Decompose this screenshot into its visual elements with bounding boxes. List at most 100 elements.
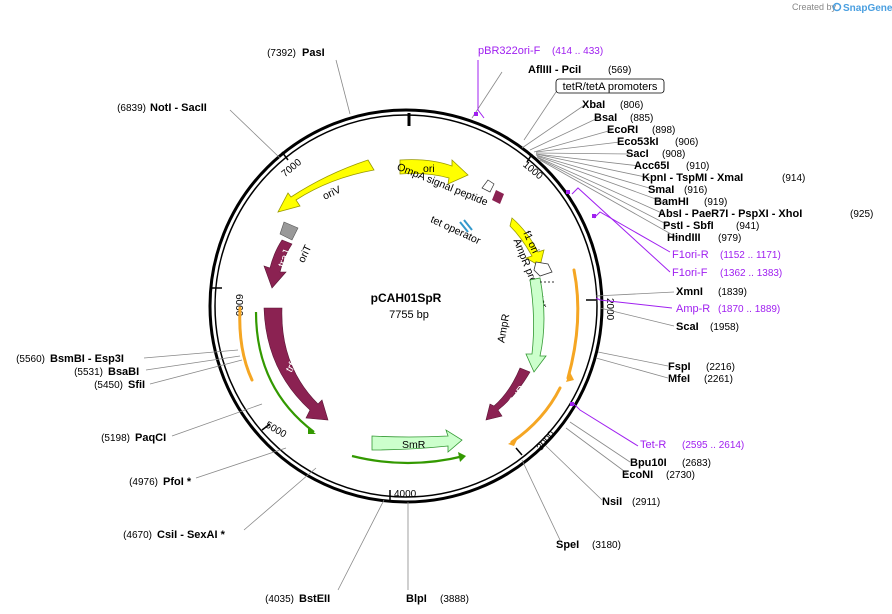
tick-label-4000: 4000 xyxy=(394,489,417,500)
site-bsai[interactable]: BsaI (885) xyxy=(594,112,653,124)
SmR-label: SmR xyxy=(402,439,426,451)
ori-label: ori xyxy=(423,163,435,175)
site-mfei-name: MfeI xyxy=(668,373,690,385)
site-nsii-name: NsiI xyxy=(602,496,622,508)
site-hindiii[interactable]: HindIII (979) xyxy=(667,232,741,244)
site-absi-paer7i-pspxi-xhoi-pos: (925) xyxy=(850,209,873,220)
primer-f1ori-r-name: F1ori-R xyxy=(672,249,709,261)
site-csii-sexai[interactable]: (4670) CsiI - SexAI * xyxy=(123,529,225,541)
site-bpu10i[interactable]: Bpu10I (2683) xyxy=(630,457,711,469)
site-spei-pos: (3180) xyxy=(592,540,621,551)
site-spei-name: SpeI xyxy=(556,539,579,551)
site-ecori-pos: (898) xyxy=(652,125,675,136)
site-bamhi[interactable]: BamHI (919) xyxy=(654,196,727,208)
site-psti-sbfi-pos: (941) xyxy=(736,221,759,232)
trfA-overlay-arrow xyxy=(308,428,316,434)
site-pfoi-name: PfoI * xyxy=(163,476,192,488)
site-eco53ki[interactable]: Eco53kI (906) xyxy=(617,136,698,148)
site-eco53ki-name: Eco53kI xyxy=(617,136,659,148)
ruler: 1000 2000 3000 4000 5000 6000 7000 xyxy=(212,151,615,500)
tetR-promoters-label: tetR/tetA promoters xyxy=(563,81,658,93)
primer-pbr322ori-f-name: pBR322ori-F xyxy=(478,45,541,57)
site-nsii-pos: (2911) xyxy=(632,497,660,508)
site-bsabi[interactable]: (5531) BsaBI xyxy=(74,366,139,378)
site-hindiii-pos: (979) xyxy=(718,233,741,244)
site-bsabi-pos: (5531) xyxy=(74,367,103,378)
site-sfii[interactable]: (5450) SfiI xyxy=(94,379,145,391)
site-econi[interactable]: EcoNI (2730) xyxy=(622,469,695,481)
site-bamhi-pos: (919) xyxy=(704,197,727,208)
site-bsmbi-esp3i-name: BsmBI - Esp3I xyxy=(50,353,124,365)
site-psti-sbfi[interactable]: PstI - SbfI (941) xyxy=(663,220,759,232)
site-xmni[interactable]: XmnI (1839) xyxy=(676,286,747,298)
site-xbai-name: XbaI xyxy=(582,99,605,111)
OmpA-dark-feature xyxy=(492,190,504,204)
site-kpni-tspmi-xmai[interactable]: KpnI - TspMI - XmaI (914) xyxy=(642,172,805,184)
site-sfii-name: SfiI xyxy=(128,379,145,391)
site-noti-sacii-name: NotI - SacII xyxy=(150,102,207,114)
site-fspi[interactable]: FspI (2216) xyxy=(668,361,735,373)
site-xmni-pos: (1839) xyxy=(718,287,747,298)
oriT-label: oriT xyxy=(296,243,315,265)
primer-amp-r-name: Amp-R xyxy=(676,303,710,315)
site-scai[interactable]: ScaI (1958) xyxy=(676,321,739,333)
primer-tet-r-name: Tet-R xyxy=(640,439,666,451)
backbone-outer xyxy=(208,108,604,504)
site-pasi-pos: (7392) xyxy=(267,48,296,59)
trfA-feature xyxy=(263,307,329,421)
site-paqci[interactable]: (5198) PaqCI xyxy=(101,432,166,444)
site-xbai[interactable]: XbaI (806) xyxy=(582,99,643,111)
site-afliii-pcii-pos: (569) xyxy=(608,65,631,76)
site-bamhi-name: BamHI xyxy=(654,196,689,208)
site-kpni-tspmi-xmai-pos: (914) xyxy=(782,173,805,184)
site-saci[interactable]: SacI (908) xyxy=(626,148,685,160)
primer-marks xyxy=(474,112,596,406)
site-blpi[interactable]: BlpI (3888) xyxy=(406,593,469,605)
site-pasi[interactable]: (7392) PasI xyxy=(267,47,325,59)
site-smai[interactable]: SmaI (916) xyxy=(648,184,707,196)
site-pfoi[interactable]: (4976) PfoI * xyxy=(129,476,192,488)
right-orange-overlay-2 xyxy=(510,386,562,444)
primer-f1ori-f-range: (1362 .. 1383) xyxy=(720,268,782,279)
site-absi-paer7i-pspxi-xhoi[interactable]: AbsI - PaeR7I - PspXI - XhoI (925) xyxy=(658,208,873,220)
site-fspi-pos: (2216) xyxy=(706,362,735,373)
tet-operator-mark xyxy=(459,221,469,233)
traJ-label: traJ xyxy=(276,248,293,269)
site-mfei-pos: (2261) xyxy=(704,374,733,385)
site-saci-name: SacI xyxy=(626,148,649,160)
ori-feature xyxy=(399,159,469,185)
site-noti-sacii-pos: (6839) xyxy=(117,103,146,114)
TetR-feature xyxy=(485,367,531,421)
site-noti-sacii[interactable]: (6839) NotI - SacII xyxy=(117,102,207,114)
site-bsai-name: BsaI xyxy=(594,112,617,124)
tick-label-2000: 2000 xyxy=(604,298,615,321)
site-bsmbi-esp3i-pos: (5560) xyxy=(16,354,45,365)
site-pasi-name: PasI xyxy=(302,47,325,59)
primer-f1ori-f[interactable]: F1ori-F (1362 .. 1383) xyxy=(672,267,782,279)
primer-f1ori-f-name: F1ori-F xyxy=(672,267,708,279)
TetR-label: TetR xyxy=(506,383,528,408)
site-mfei[interactable]: MfeI (2261) xyxy=(668,373,733,385)
site-bsteii[interactable]: (4035) BstEII xyxy=(265,593,330,605)
site-saci-pos: (908) xyxy=(662,149,685,160)
site-ecori[interactable]: EcoRI (898) xyxy=(607,124,675,136)
site-spei[interactable]: SpeI (3180) xyxy=(556,539,621,551)
site-xmni-name: XmnI xyxy=(676,286,703,298)
site-acc65i[interactable]: Acc65I (910) xyxy=(634,160,709,172)
site-afliii-pcii[interactable]: AflIII - PciI (569) xyxy=(528,64,631,76)
primer-tet-r[interactable]: Tet-R (2595 .. 2614) xyxy=(640,439,744,451)
AmpR-label: AmpR xyxy=(495,313,512,344)
site-bsai-pos: (885) xyxy=(630,113,653,124)
site-nsii[interactable]: NsiI (2911) xyxy=(602,496,660,508)
site-csii-sexai-name: CsiI - SexAI * xyxy=(157,529,226,541)
site-pfoi-pos: (4976) xyxy=(129,477,158,488)
site-bsmbi-esp3i[interactable]: (5560) BsmBI - Esp3I xyxy=(16,353,124,365)
primer-pbr322ori-f[interactable]: pBR322ori-F (414 .. 433) xyxy=(478,45,603,57)
tetR-promoters-box xyxy=(555,78,665,94)
primer-f1ori-r-range: (1152 .. 1171) xyxy=(720,250,781,261)
trfA-overlay xyxy=(254,311,315,433)
primer-f1ori-r[interactable]: F1ori-R (1152 .. 1171) xyxy=(672,249,781,261)
primer-amp-r[interactable]: Amp-R (1870 .. 1889) xyxy=(676,303,780,315)
site-bsteii-pos: (4035) xyxy=(265,594,294,605)
